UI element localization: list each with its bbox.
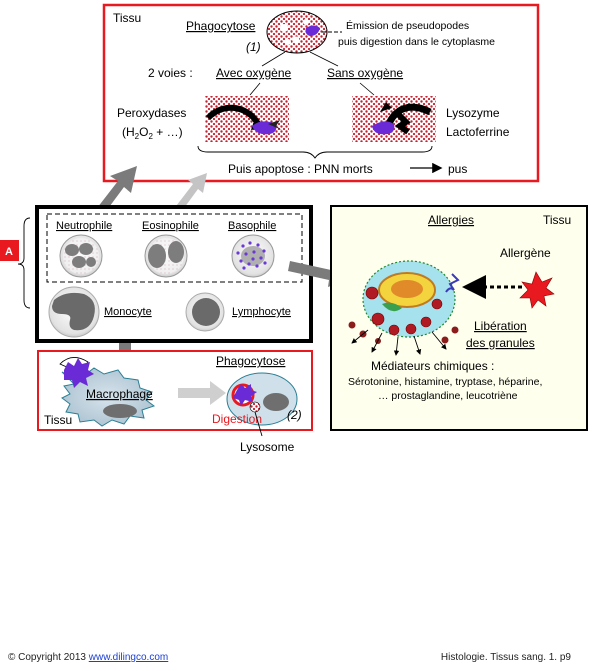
phagocytosing-cell [226,372,298,426]
lysosome-label: Lysosome [240,440,295,454]
oxygen-pathway-image [205,96,289,142]
mediateurs-label: Médiateurs chimiques : [371,359,494,373]
macrophage-label: Macrophage [86,387,153,401]
apoptose-label: Puis apoptose : PNN morts [228,162,373,176]
emission-line-2: puis digestion dans le cytoplasme [338,36,495,48]
phagocytosis-arrow [178,381,226,405]
two-ways-label: 2 voies : [148,66,193,80]
top-tissue-label: Tissu [113,11,141,25]
mediators-list-line-1: Sérotonine, histamine, tryptase, héparin… [348,376,542,388]
h2o2-label: (H2O2 + …) [122,125,183,141]
basophile-label: Basophile [228,220,276,232]
mediators-list-line-2: … prostaglandine, leucotriène [378,390,518,402]
emission-line-1: Émission de pseudopodes [346,19,469,32]
allergen-icon [519,271,555,309]
lymphocyte-label: Lymphocyte [232,306,291,318]
step-1-label: (1) [246,40,261,54]
bottom-tissue-label: Tissu [44,413,72,427]
liberation-label: Libération [474,319,527,333]
neutrophile-label: Neutrophile [56,220,112,232]
eosinophile-label: Eosinophile [142,220,199,232]
svg-text:A: A [5,246,13,258]
pus-label: pus [448,162,467,176]
without-oxygen-label: Sans oxygène [327,66,403,80]
digestion-label: Digestion [212,412,262,426]
phagocytosis-cell-icon [266,10,328,54]
monocyte-cell [48,286,100,338]
lysozyme-label: Lysozyme [446,106,500,120]
allergy-panel: Allergies Tissu Allergène [330,205,588,431]
mast-cell [348,260,460,356]
footer-reference: Histologie. Tissus sang. 1. p9 [440,652,571,663]
lactoferrine-label: Lactoferrine [446,125,510,139]
footer-copyright: © Copyright 2013 www.dilingco.com [8,652,168,663]
lymphocyte-cell [185,292,225,332]
peroxydases-label: Peroxydases [117,106,186,120]
monocyte-label: Monocyte [104,306,152,318]
top-phagocytosis-panel: Tissu Phagocytose (1) Émission de pseudo… [102,3,540,183]
basophil-cell [231,234,275,278]
macrophage-panel: Tissu Macrophage Phagocytose Digestion (… [37,350,313,431]
site-link[interactable]: www.dilingco.com [88,652,169,663]
copyright-text: © Copyright 2013 [8,652,86,663]
with-oxygen-label: Avec oxygène [216,66,291,80]
phagocytose-title: Phagocytose [186,19,256,33]
non-oxygen-pathway-image [352,96,436,142]
neutrophil-cell [59,234,103,278]
granules-label: des granules [466,336,535,350]
macrophage-cell [59,357,156,427]
blood-cells-panel: Neutrophile Eosinophile Basophile [35,205,313,343]
section-a-marker: A [0,240,19,261]
allergies-title: Allergies [428,213,474,227]
eosinophil-cell [144,234,188,278]
step-2-label: (2) [287,408,302,422]
allergene-label: Allergène [500,246,551,260]
right-tissue-label: Tissu [543,213,571,227]
bottom-phagocytose-title: Phagocytose [216,354,286,368]
